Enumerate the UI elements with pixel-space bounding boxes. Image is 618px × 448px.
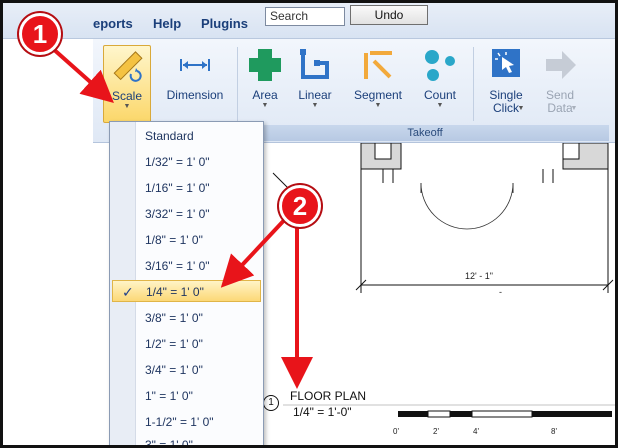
chevron-down-icon: ▼ (517, 105, 525, 112)
scale-bar-tick: 2' (433, 427, 439, 436)
scale-option-label: 3/4" = 1' 0" (145, 363, 203, 377)
scale-option[interactable]: 1/32" = 1' 0" (112, 151, 261, 173)
scale-option[interactable]: 1-1/2" = 1' 0" (112, 411, 261, 433)
linear-button[interactable]: Linear ▼ (291, 45, 339, 123)
single-click-icon (492, 49, 520, 77)
chevron-down-icon: ▼ (311, 102, 319, 109)
dimension-label: Dimension (166, 88, 224, 102)
scale-option-label: 3" = 1' 0" (145, 438, 193, 448)
menu-bar: eports Help Plugins Search Undo (3, 3, 615, 39)
scale-option-label: 1/4" = 1' 0" (146, 285, 204, 299)
segment-label: Segment (353, 88, 403, 102)
scale-option-label: 1/8" = 1' 0" (145, 233, 203, 247)
single-click-label: Single Click (489, 88, 523, 115)
send-data-button[interactable]: Send Data ▼ (539, 45, 581, 123)
send-data-label: Send Data (545, 88, 575, 115)
chevron-down-icon: ▼ (374, 102, 382, 109)
dimension-sub: - (499, 287, 502, 297)
chevron-down-icon: ▼ (570, 105, 578, 112)
search-input[interactable]: Search (265, 7, 345, 26)
scale-bar-tick: 4' (473, 427, 479, 436)
scale-option[interactable]: 1/8" = 1' 0" (112, 229, 261, 251)
scale-label: Scale (111, 89, 143, 103)
menu-reports[interactable]: eports (93, 16, 133, 31)
ruler-icon (113, 51, 143, 82)
callout-badge-2: 2 (279, 185, 321, 227)
takeoff-group-label: Takeoff (241, 125, 609, 141)
scale-option[interactable]: 3/4" = 1' 0" (112, 359, 261, 381)
menu-plugins[interactable]: Plugins (201, 16, 248, 31)
scale-option-label: 1/16" = 1' 0" (145, 181, 210, 195)
count-button[interactable]: Count ▼ (417, 45, 463, 123)
scale-option[interactable]: 1" = 1' 0" (112, 385, 261, 407)
scale-option-selected[interactable]: ✓ 1/4" = 1' 0" (112, 280, 261, 302)
scale-option-label: 1/32" = 1' 0" (145, 155, 210, 169)
scale-option-label: 3/32" = 1' 0" (145, 207, 210, 221)
floor-plan-scale: 1/4" = 1'-0" (293, 405, 352, 419)
chevron-down-icon: ▼ (436, 102, 444, 109)
ribbon-separator (473, 47, 474, 121)
scale-bar-tick: 0' (393, 427, 399, 436)
linear-label: Linear (298, 88, 332, 102)
area-icon (249, 49, 281, 81)
callout-badge-1: 1 (19, 13, 61, 55)
segment-icon (364, 51, 392, 79)
chevron-down-icon: ▼ (123, 103, 131, 110)
floor-plan-drawing (272, 142, 615, 418)
area-label: Area (252, 88, 278, 102)
check-icon: ✓ (122, 284, 134, 300)
chevron-down-icon: ▼ (261, 102, 269, 109)
send-data-icon (546, 51, 576, 79)
count-icon (425, 50, 455, 81)
scale-option[interactable]: 3/8" = 1' 0" (112, 307, 261, 329)
scale-option-label: 1-1/2" = 1' 0" (145, 415, 214, 429)
scale-option[interactable]: 1/2" = 1' 0" (112, 333, 261, 355)
ribbon-separator (237, 47, 238, 121)
drawing-canvas[interactable] (263, 142, 615, 445)
scale-bar-tick: 8' (551, 427, 557, 436)
scale-option[interactable]: 3" = 1' 0" (112, 434, 261, 448)
single-click-button[interactable]: Single Click ▼ (481, 45, 531, 123)
area-button[interactable]: Area ▼ (245, 45, 285, 123)
scale-dropdown-menu: Standard 1/32" = 1' 0" 1/16" = 1' 0" 3/3… (109, 121, 264, 448)
scale-option[interactable]: 1/16" = 1' 0" (112, 177, 261, 199)
scale-option-label: 1/2" = 1' 0" (145, 337, 203, 351)
dimension-button[interactable]: Dimension (159, 45, 231, 123)
dimension-icon (180, 59, 210, 71)
menu-help[interactable]: Help (153, 16, 182, 31)
scale-option-label: Standard (145, 129, 194, 143)
segment-button[interactable]: Segment ▼ (347, 45, 409, 123)
scale-option-label: 1" = 1' 0" (145, 389, 193, 403)
undo-button[interactable]: Undo (350, 5, 428, 25)
scale-button[interactable]: Scale ▼ (103, 45, 151, 123)
scale-option-label: 3/8" = 1' 0" (145, 311, 203, 325)
linear-icon (300, 49, 329, 79)
plan-number-marker: 1 (263, 395, 279, 411)
scale-option-label: 3/16" = 1' 0" (145, 259, 210, 273)
count-label: Count (423, 88, 457, 102)
scale-option-standard[interactable]: Standard (112, 125, 261, 147)
scale-option[interactable]: 3/32" = 1' 0" (112, 203, 261, 225)
scale-option[interactable]: 3/16" = 1' 0" (112, 255, 261, 277)
dimension-value: 12' - 1" (465, 271, 493, 281)
floor-plan-title: FLOOR PLAN (290, 389, 367, 403)
